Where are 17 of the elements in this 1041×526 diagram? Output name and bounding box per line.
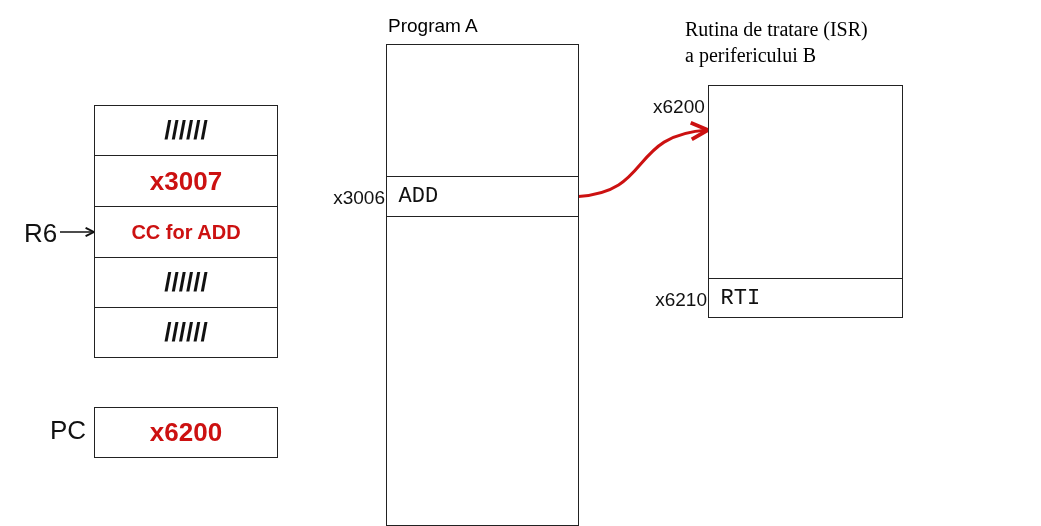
stack-cell: ////// <box>94 105 278 156</box>
stack-cell: x3007 <box>94 155 278 207</box>
instruction-cell: ADD <box>385 176 579 217</box>
register-label: PC <box>48 415 86 446</box>
register-label: R6 <box>24 218 58 248</box>
stack-cell: ////// <box>94 307 278 358</box>
block-title: Rutina de tratare (ISR) a perifericului B <box>685 17 869 68</box>
address-label: x6200 <box>653 96 705 118</box>
arrow <box>59 226 95 238</box>
instruction-cell: RTI <box>707 278 903 318</box>
register-box: x6200 <box>94 407 278 458</box>
stack-cell: CC for ADD <box>94 206 278 258</box>
stack-cell: ////// <box>94 257 278 308</box>
address-label: x6210 <box>654 289 707 311</box>
arrow <box>578 121 710 198</box>
address-label: x3006 <box>332 187 385 209</box>
block-title: Program A <box>388 14 479 38</box>
